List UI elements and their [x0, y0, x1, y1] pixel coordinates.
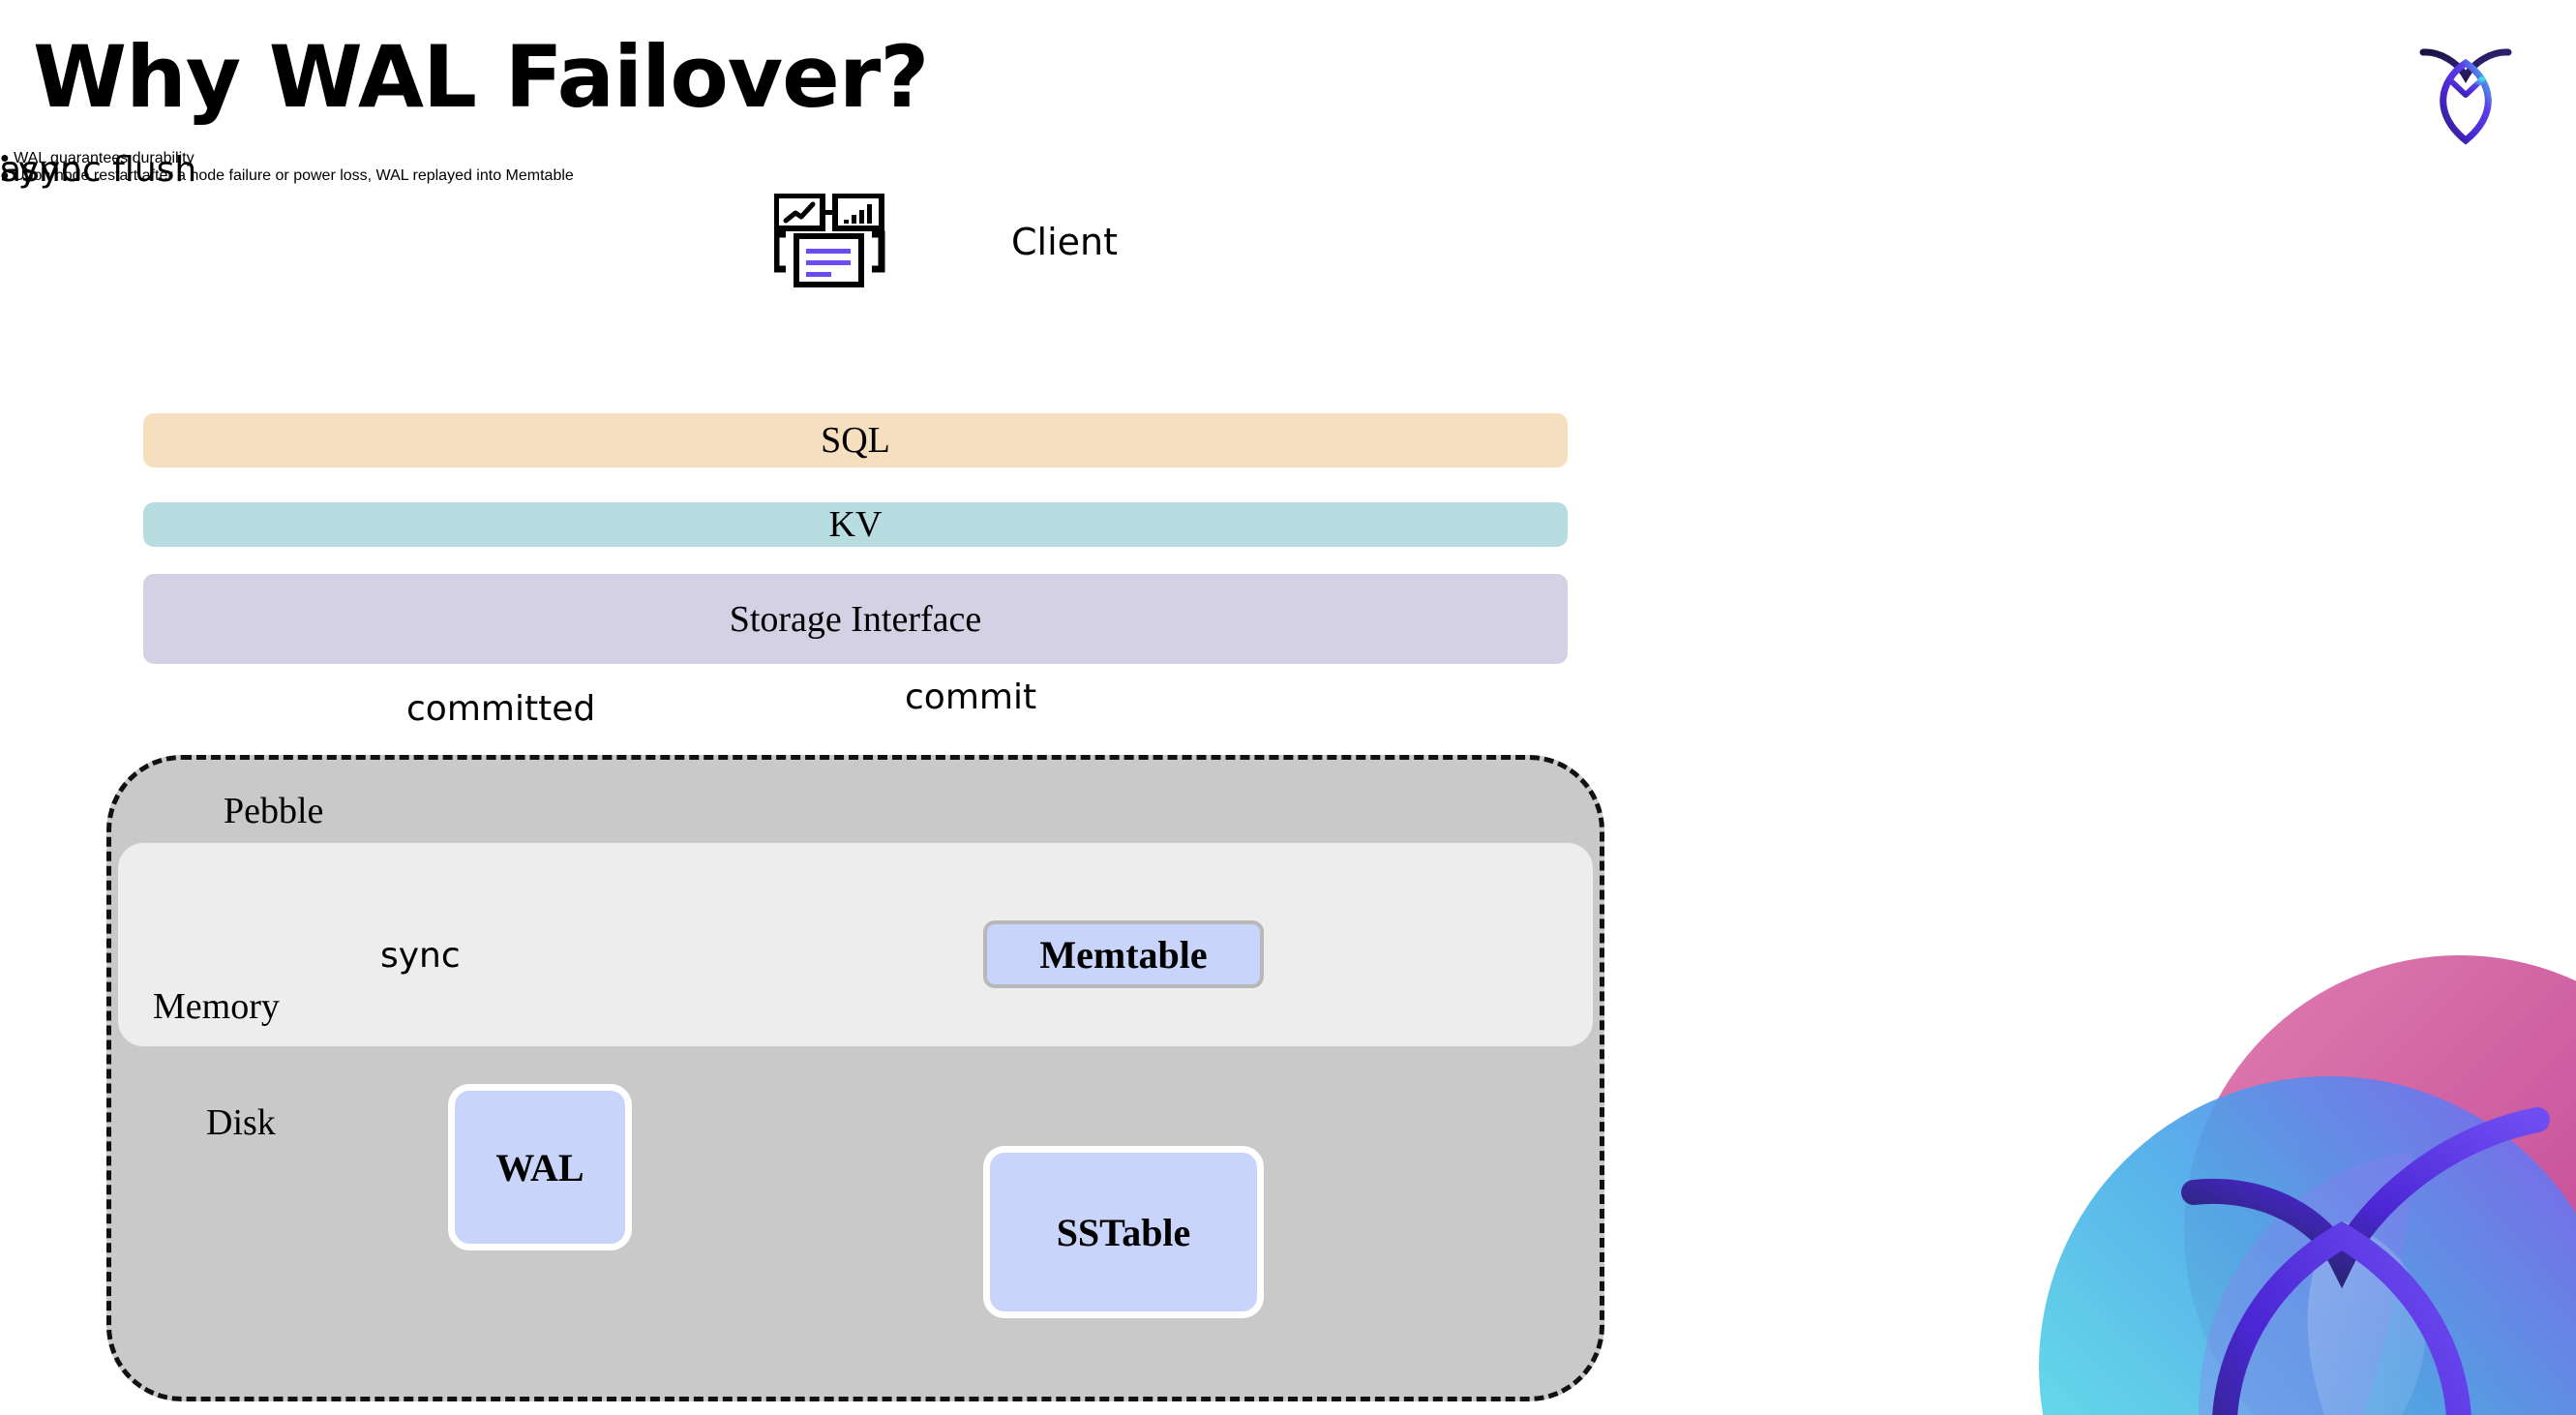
cockroachdb-logo-icon [2408, 31, 2524, 147]
node-wal: WAL [448, 1084, 632, 1250]
pebble-label: Pebble [224, 791, 324, 831]
edge-label-async-flush: async flush [0, 150, 197, 190]
client-label: Client [1011, 221, 1119, 263]
memory-band [118, 843, 1593, 1046]
list-item: ● Upon node restart after a node failure… [0, 167, 2576, 185]
edge-label-commit: commit [905, 677, 1037, 717]
node-label-sstable: SSTable [1056, 1210, 1191, 1254]
list-item: ● WAL guarantees durability [0, 150, 2576, 167]
layer-bar-kv: KV [143, 502, 1568, 547]
layer-bar-storage-interface: Storage Interface [143, 574, 1568, 664]
bullet-marker-icon: ● [0, 167, 10, 184]
memory-label: Memory [153, 986, 280, 1027]
page-title: Why WAL Failover? [33, 27, 929, 127]
node-label-memtable: Memtable [1039, 932, 1208, 977]
bullet-text: Upon node restart after a node failure o… [14, 167, 574, 184]
node-memtable: Memtable [983, 920, 1264, 988]
layer-label-kv: KV [828, 504, 883, 545]
layer-bar-sql: SQL [143, 413, 1568, 467]
bullet-marker-icon: ● [0, 150, 10, 166]
bullet-text: WAL guarantees durability [14, 150, 195, 166]
bullet-list: ● WAL guarantees durability ● Upon node … [0, 150, 2576, 185]
client-dashboard-icon [772, 193, 929, 300]
disk-label: Disk [206, 1102, 276, 1143]
edge-label-sync-left: sync [380, 936, 461, 976]
edge-label-sync-right: sync [0, 150, 80, 190]
edge-label-committed: committed [406, 689, 596, 729]
layer-label-storage: Storage Interface [729, 598, 982, 640]
node-sstable: SSTable [983, 1146, 1264, 1318]
layer-label-sql: SQL [821, 420, 890, 461]
node-label-wal: WAL [495, 1145, 584, 1189]
cockroachdb-watermark-graphic [1957, 912, 2576, 1415]
